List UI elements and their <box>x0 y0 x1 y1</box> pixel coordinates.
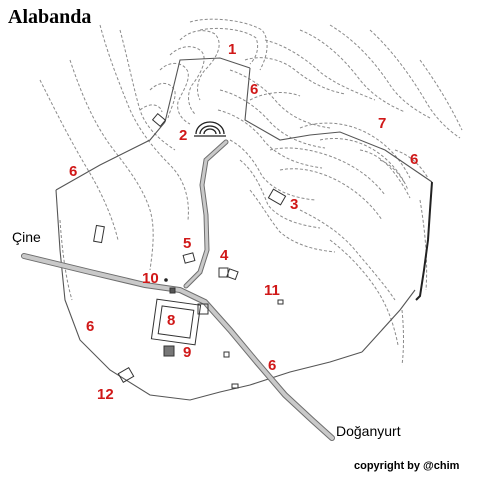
label-5: 5 <box>183 235 192 252</box>
label-4: 4 <box>220 247 229 264</box>
theater <box>194 121 226 137</box>
label-6-southwest: 6 <box>86 318 95 335</box>
place-doganyurt: Doğanyurt <box>336 423 401 439</box>
label-6-west: 6 <box>69 163 78 180</box>
label-3: 3 <box>290 196 299 213</box>
label-1: 1 <box>228 41 237 58</box>
label-7: 7 <box>378 115 387 132</box>
city-wall <box>55 57 433 401</box>
label-12: 12 <box>97 386 114 403</box>
contour-lines <box>39 18 463 366</box>
map-title: Alabanda <box>8 6 92 28</box>
label-11: 11 <box>264 282 280 299</box>
site-point-10 <box>164 278 168 282</box>
label-10: 10 <box>142 270 159 287</box>
label-2: 2 <box>179 127 188 144</box>
label-9: 9 <box>183 344 192 361</box>
roads <box>21 139 335 441</box>
structures <box>93 113 287 389</box>
east-wall <box>415 181 433 301</box>
copyright-notice: copyright by @chim <box>354 460 460 472</box>
label-6-south: 6 <box>268 357 277 374</box>
place-cine: Çine <box>12 229 41 245</box>
label-8: 8 <box>167 312 176 329</box>
label-6-north: 6 <box>250 81 259 98</box>
label-6-east: 6 <box>410 151 419 168</box>
